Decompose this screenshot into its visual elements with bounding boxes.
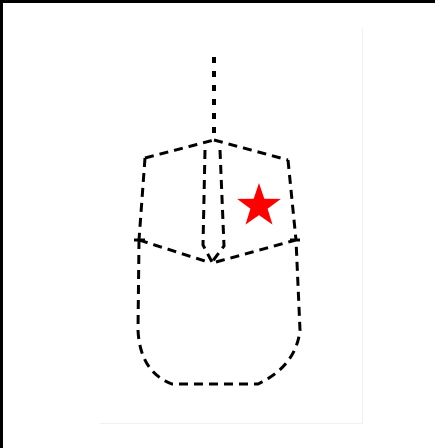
scroll-wheel-right — [212, 150, 224, 262]
star-icon — [237, 183, 281, 225]
left-button-bottom — [139, 240, 208, 262]
mouse-body-right-upper — [288, 160, 296, 240]
mouse-body-right-top — [214, 140, 288, 160]
mouse-body-left-upper — [139, 158, 145, 240]
scroll-wheel-left — [203, 150, 212, 262]
right-button-bottom — [216, 240, 296, 262]
